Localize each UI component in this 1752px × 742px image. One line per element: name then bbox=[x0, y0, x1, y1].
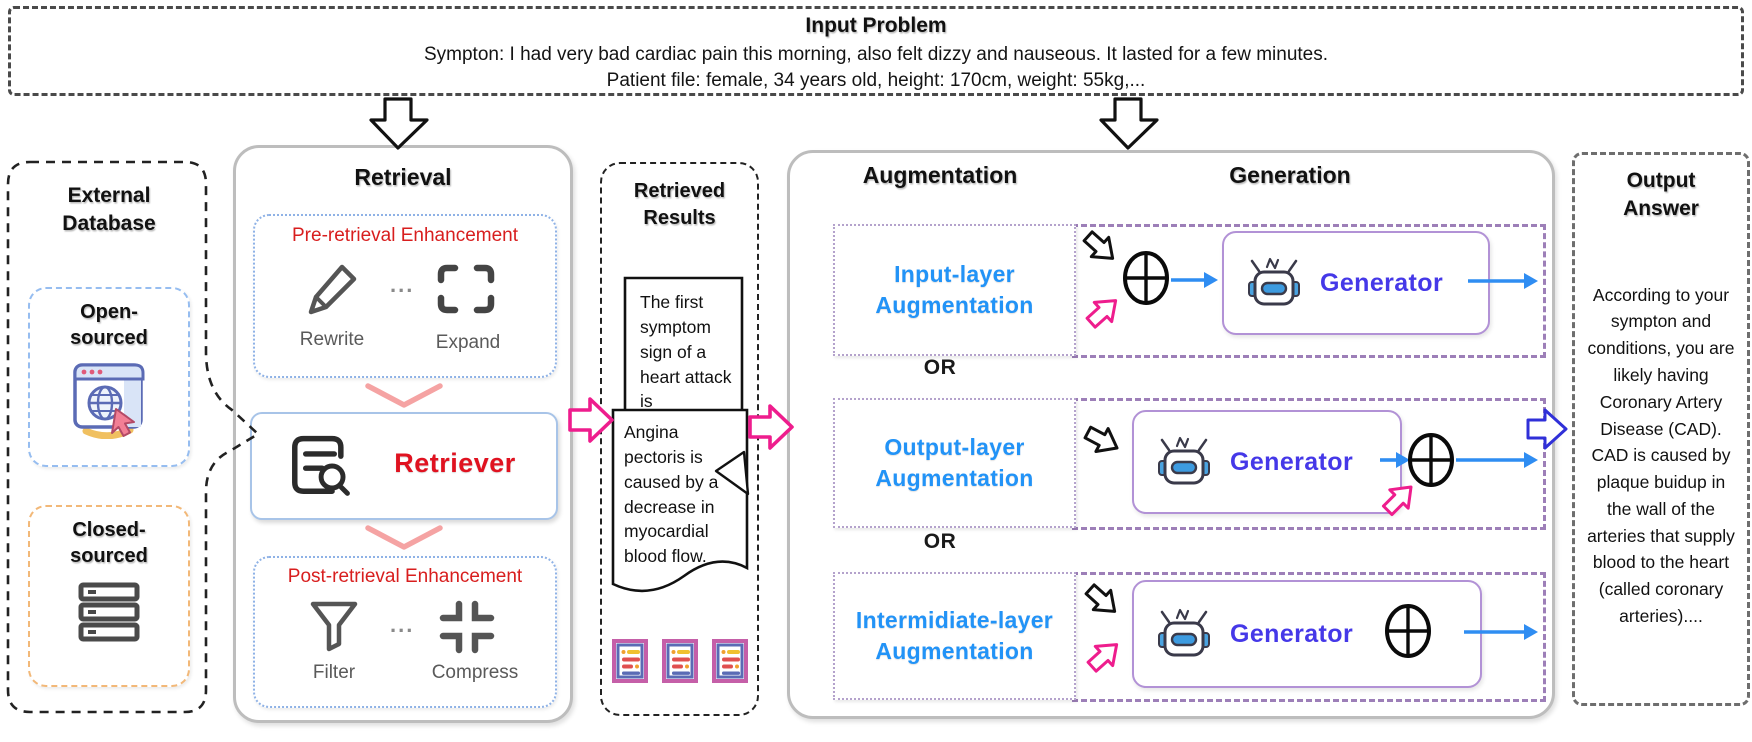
robot-icon bbox=[1247, 257, 1301, 306]
intermediate-layer-row-inner: Intermidiate-layer Augmentation bbox=[833, 572, 1076, 700]
output-layer-label: Output-layer Augmentation bbox=[875, 433, 1034, 491]
pre-retrieval-box: Pre-retrieval Enhancement ... Rewrite Ex… bbox=[253, 214, 557, 378]
compress-label: Compress bbox=[431, 662, 519, 683]
open-sourced-label: Open-sourced bbox=[70, 301, 148, 349]
pre-retrieval-ellipsis: ... bbox=[390, 272, 415, 297]
or-separator-2: OR bbox=[923, 530, 957, 553]
output-answer-title: Output Answer bbox=[1623, 169, 1699, 221]
pre-retrieval-title: Pre-retrieval Enhancement bbox=[292, 225, 518, 246]
generator-label: Generator bbox=[1320, 268, 1444, 297]
retrieved-results-title: Retrieved Results bbox=[633, 180, 726, 229]
output-answer-panel: Output Answer According to your sympton … bbox=[1572, 152, 1750, 706]
retriever-doc-search-icon bbox=[292, 435, 350, 496]
augmentation-title: Augmentation bbox=[862, 162, 1018, 188]
down-arrow-to-generation bbox=[1099, 97, 1159, 150]
generator-box-row1: Generator bbox=[1222, 231, 1490, 335]
output-layer-row-inner: Output-layer Augmentation bbox=[833, 398, 1076, 528]
patient-file-text: Patient file: female, 34 years old, heig… bbox=[606, 70, 1146, 91]
generator-label: Generator bbox=[1230, 447, 1354, 476]
browser-globe-icon bbox=[73, 363, 145, 439]
doc-icon bbox=[612, 639, 648, 683]
compress-icon bbox=[439, 600, 495, 654]
retrieved-note-2-shape bbox=[611, 408, 749, 593]
input-problem-title: Input Problem bbox=[805, 14, 947, 37]
post-retrieval-title: Post-retrieval Enhancement bbox=[287, 566, 523, 587]
doc-icon bbox=[662, 639, 698, 683]
robot-icon bbox=[1157, 608, 1211, 657]
retrieval-title: Retrieval bbox=[354, 164, 452, 190]
symptom-text: Sympton: I had very bad cardiac pain thi… bbox=[423, 44, 1329, 65]
retriever-label: Retriever bbox=[394, 448, 516, 478]
or-separator-1: OR bbox=[923, 356, 957, 379]
rewrite-pencil-icon bbox=[308, 264, 357, 315]
generation-title: Generation bbox=[1229, 162, 1351, 188]
external-database-title: External Database bbox=[62, 184, 156, 236]
input-layer-row-inner: Input-layer Augmentation bbox=[833, 224, 1076, 356]
rewrite-label: Rewrite bbox=[299, 329, 365, 350]
generator-box-row3: Generator bbox=[1132, 580, 1482, 688]
closed-sourced-box: Closed-sourced bbox=[28, 505, 190, 687]
down-arrow-to-retrieval bbox=[369, 97, 429, 150]
expand-label: Expand bbox=[435, 332, 501, 353]
filter-funnel-icon bbox=[310, 601, 358, 652]
generator-box-row2: Generator bbox=[1132, 410, 1402, 514]
generator-label: Generator bbox=[1230, 619, 1354, 648]
expand-brackets-icon bbox=[437, 264, 495, 314]
retrieved-note-2-text: Angina pectoris is caused by a decrease … bbox=[624, 422, 719, 567]
open-sourced-box: Open-sourced bbox=[28, 287, 190, 467]
post-retrieval-box: Post-retrieval Enhancement ... Filter Co… bbox=[253, 556, 557, 708]
post-retrieval-ellipsis: ... bbox=[390, 612, 415, 637]
server-stack-icon bbox=[78, 582, 140, 642]
input-problem-panel: Input Problem Sympton: I had very bad ca… bbox=[8, 6, 1744, 96]
doc-icon bbox=[712, 639, 748, 683]
retrieved-note-1-text: The first symptom sign of a heart attack… bbox=[640, 292, 732, 412]
retriever-box: Retriever bbox=[250, 412, 558, 520]
intermediate-layer-label: Intermidiate-layer Augmentation bbox=[855, 606, 1054, 664]
filter-label: Filter bbox=[312, 662, 356, 683]
robot-icon bbox=[1157, 436, 1211, 485]
closed-sourced-label: Closed-sourced bbox=[70, 519, 148, 567]
input-layer-label: Input-layer Augmentation bbox=[875, 260, 1034, 318]
output-answer-body: According to your sympton and conditions… bbox=[1587, 284, 1735, 626]
retrieved-docs-icons bbox=[612, 639, 748, 683]
